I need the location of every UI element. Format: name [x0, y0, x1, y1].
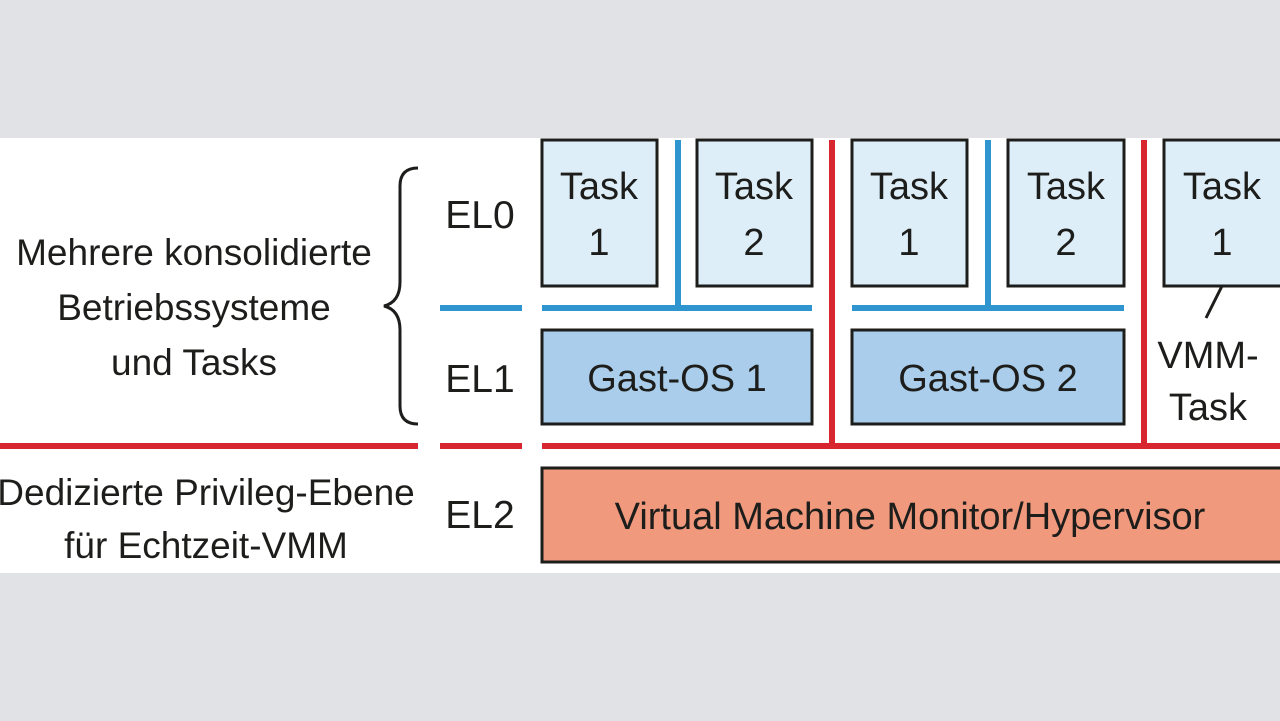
hypervisor-box: Virtual Machine Monitor/Hypervisor	[540, 466, 1280, 564]
vm1-task2-box: Task 2	[695, 138, 814, 288]
guest-os-2-label: Gast-OS 2	[898, 358, 1078, 400]
blue-separators	[440, 140, 1124, 311]
vm1-task2-label: Task	[715, 166, 794, 208]
guest-os-1-box: Gast-OS 1	[540, 328, 814, 426]
vm2-task1-label: Task	[870, 166, 949, 208]
vm2-task1-box: Task 1	[850, 138, 969, 288]
consolidated-label-line1: Mehrere konsolidierte	[16, 232, 372, 273]
vm1-task1-label: Task	[560, 166, 639, 208]
guest-os-1-label: Gast-OS 1	[587, 358, 767, 400]
vmm-task-pointer	[1204, 285, 1224, 319]
dedicated-label-line2: für Echtzeit-VMM	[64, 525, 348, 566]
hypervisor-label: Virtual Machine Monitor/Hypervisor	[615, 496, 1206, 538]
curly-brace	[383, 166, 419, 426]
vm2-task1-number: 1	[898, 222, 919, 264]
dedicated-label-line1: Dedizierte Privileg-Ebene	[0, 472, 415, 513]
level-el0: EL0	[445, 194, 514, 237]
vmm-task-label: Task	[1183, 166, 1262, 208]
vmm-task-number: 1	[1211, 222, 1232, 264]
vm2-task2-label: Task	[1027, 166, 1106, 208]
level-el1: EL1	[445, 358, 514, 401]
level-el2: EL2	[445, 494, 514, 537]
vmm-task-box: Task 1	[1162, 138, 1280, 288]
vm1-task2-number: 2	[743, 222, 764, 264]
vmm-task-caption-line2: Task	[1169, 387, 1248, 429]
vm1-task1-box: Task 1	[540, 138, 659, 288]
vm2-task2-box: Task 2	[1006, 138, 1126, 288]
vmm-task-caption-line1: VMM-	[1157, 335, 1258, 377]
consolidated-label: Mehrere konsolidierte Betriebssysteme un…	[16, 232, 372, 383]
red-separators	[0, 140, 1280, 449]
dedicated-label: Dedizierte Privileg-Ebene für Echtzeit-V…	[0, 472, 415, 566]
guest-os-2-box: Gast-OS 2	[850, 328, 1126, 426]
vm2-task2-number: 2	[1055, 222, 1076, 264]
consolidated-label-line3: und Tasks	[111, 342, 277, 383]
vm1-task1-number: 1	[588, 222, 609, 264]
consolidated-label-line2: Betriebssysteme	[57, 287, 331, 328]
